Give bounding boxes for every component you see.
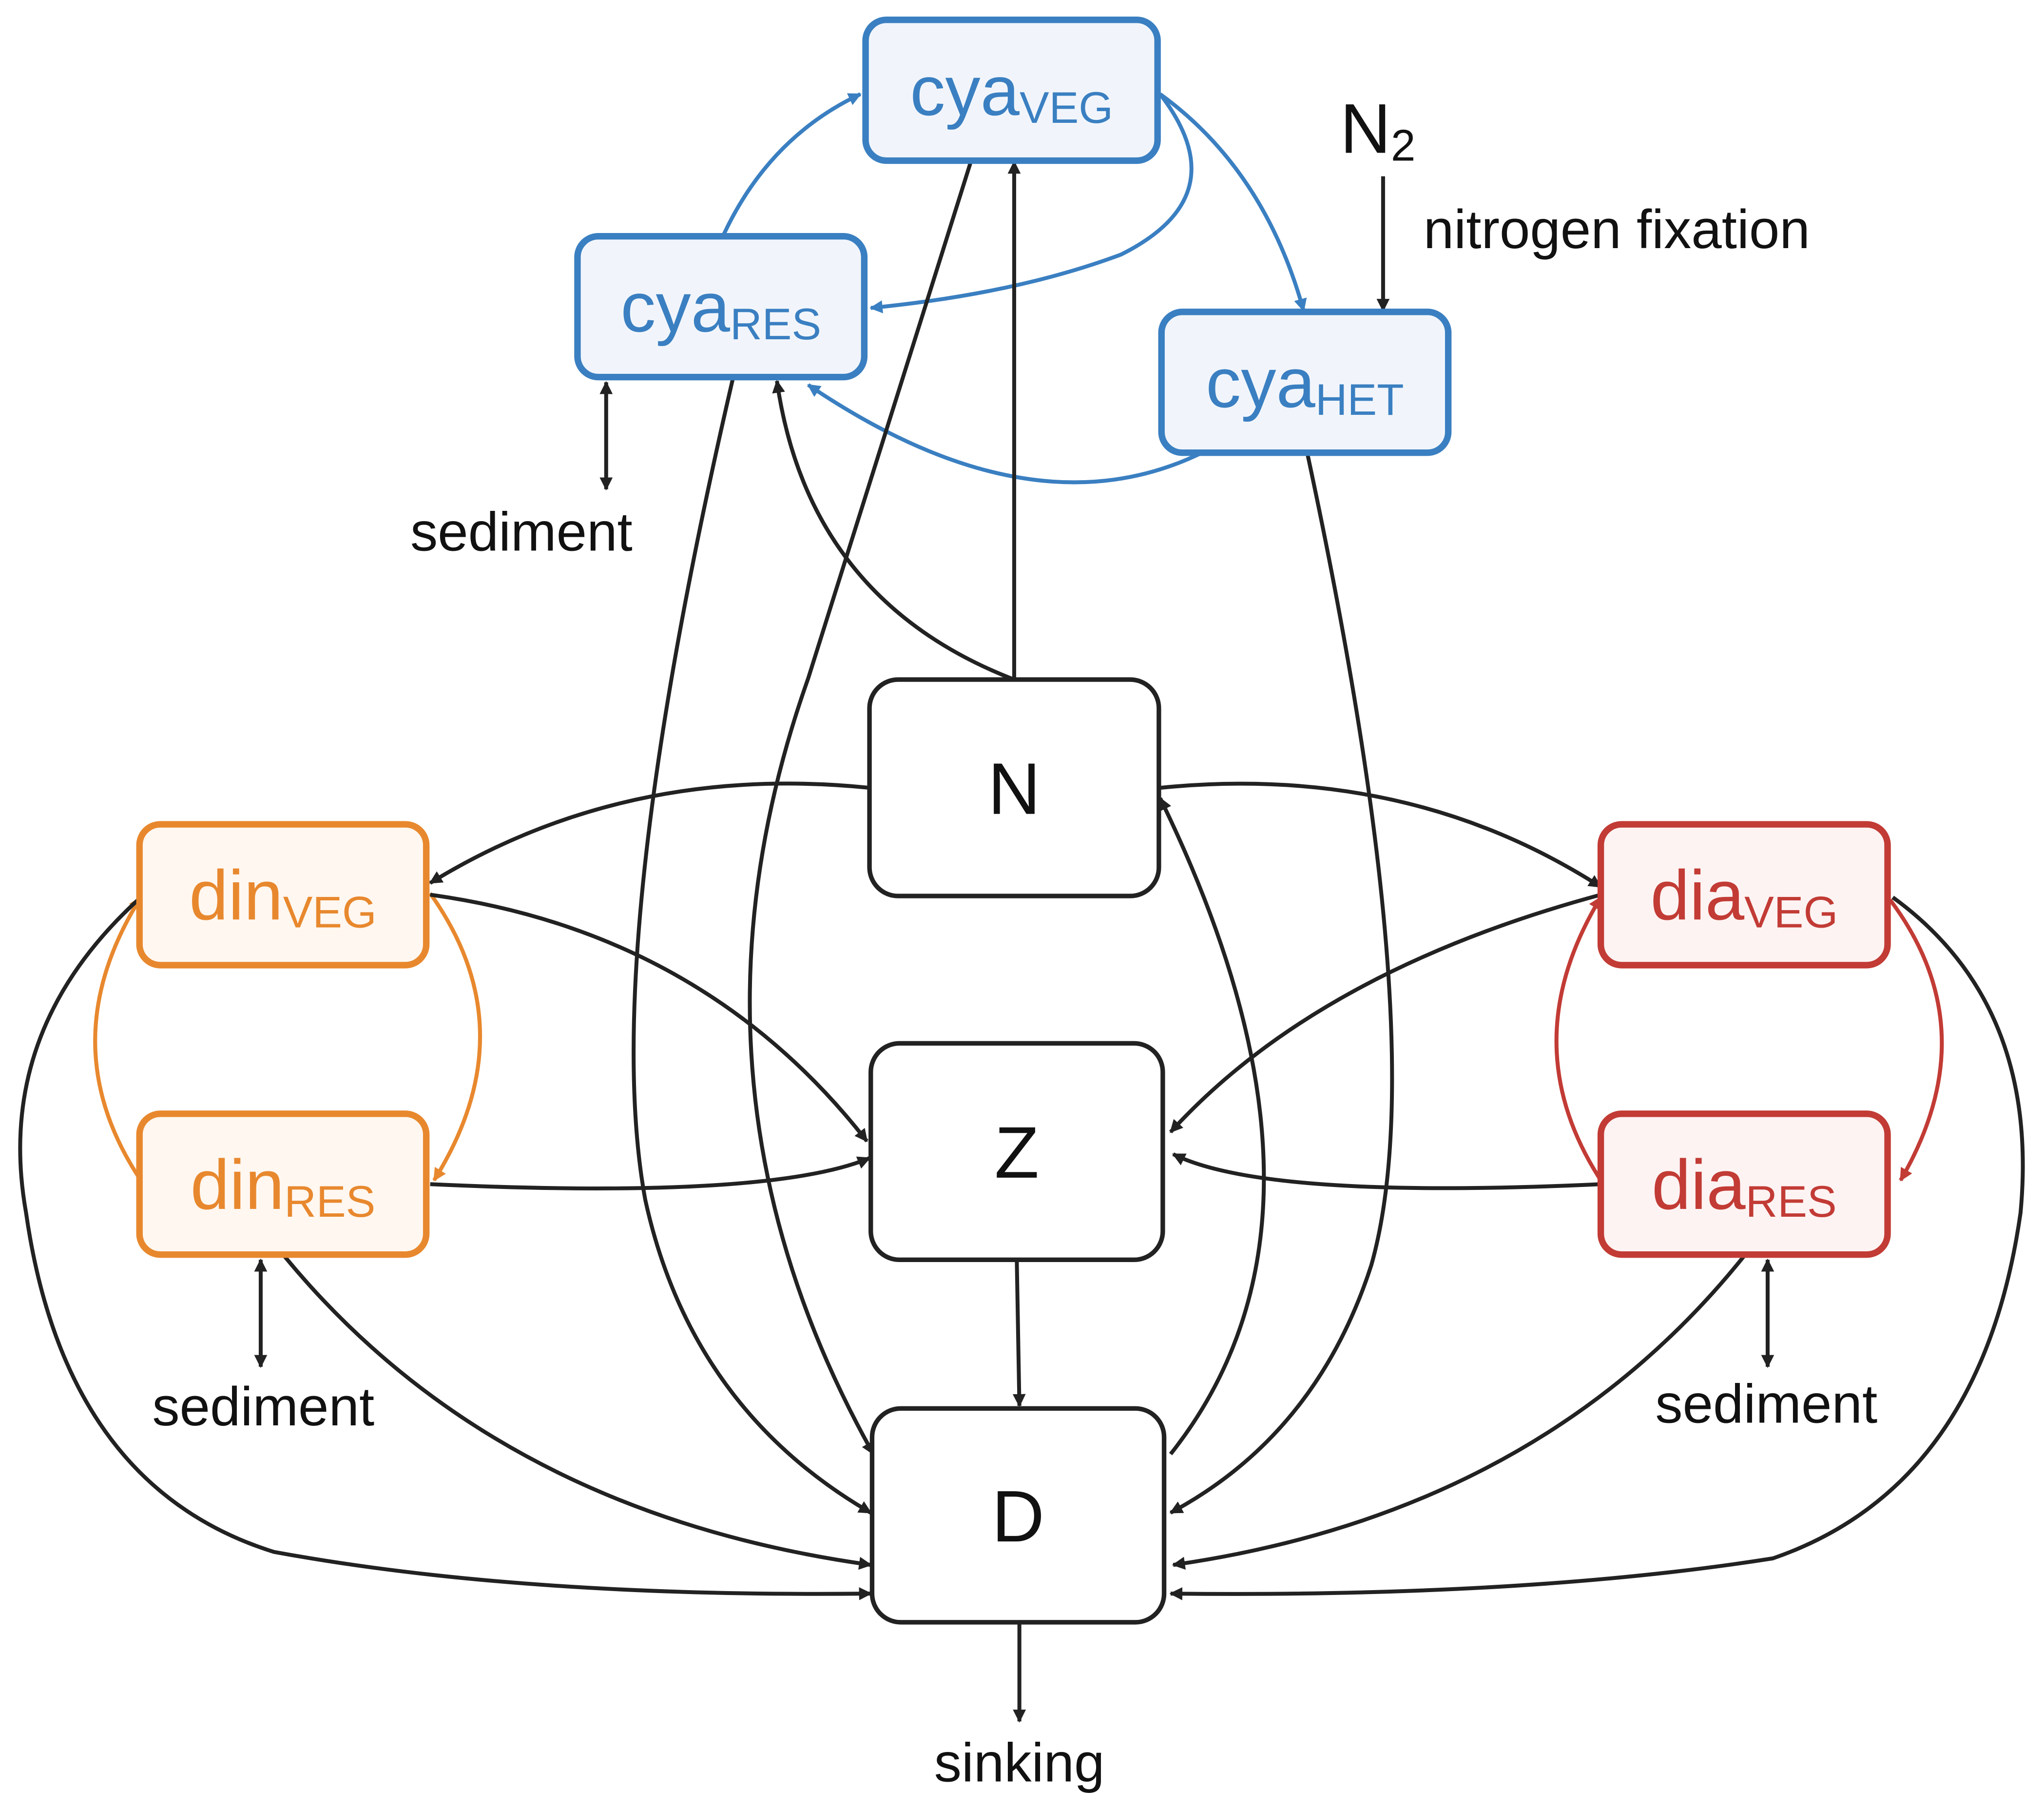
node-cya-het-sub: HET xyxy=(1315,375,1404,425)
arrow-diares-to-diaveg xyxy=(1554,896,1603,1182)
sediment-label-din: sediment xyxy=(152,1376,374,1437)
node-dia-res-sub: RES xyxy=(1746,1177,1837,1226)
n2-base: N xyxy=(1340,89,1391,168)
node-dia-veg: diaVEG xyxy=(1597,821,1891,969)
svg-text:cyaHET: cyaHET xyxy=(1206,343,1404,425)
node-dia-res-base: dia xyxy=(1652,1145,1746,1224)
node-n-label: N xyxy=(988,748,1041,830)
sediment-label-dia: sediment xyxy=(1655,1373,1877,1435)
node-dia-res: diaRES xyxy=(1597,1110,1891,1258)
arrow-n-to-cyares xyxy=(772,379,1015,681)
node-n: N xyxy=(867,677,1161,898)
arrow-n-to-dinveg xyxy=(429,781,870,885)
node-cya-veg-sub: VEG xyxy=(1020,83,1113,133)
arrow-cyaveg-to-d xyxy=(748,160,973,1456)
nitrogen-fixation-label: nitrogen fixation xyxy=(1424,198,1810,260)
node-cya-res-base: cya xyxy=(620,268,730,347)
arrow-dinveg-to-dinres xyxy=(428,892,482,1182)
node-d-label: D xyxy=(992,1475,1044,1557)
node-din-res-sub: RES xyxy=(284,1177,375,1226)
arrow-cyaveg-to-cyares xyxy=(869,93,1194,313)
svg-text:dinVEG: dinVEG xyxy=(189,856,377,937)
labels: N2 nitrogen fixation sediment sediment s… xyxy=(152,89,1877,1793)
arrow-diaveg-to-diares xyxy=(1889,898,1944,1182)
arrow-d-to-n xyxy=(1158,797,1266,1456)
node-din-veg-sub: VEG xyxy=(283,888,377,937)
arrow-z-to-d xyxy=(1012,1260,1026,1407)
arrow-diaveg-to-z xyxy=(1169,893,1601,1133)
arrow-cyahet-to-d xyxy=(1169,453,1394,1515)
arrow-cyaveg-to-cyahet xyxy=(1159,92,1307,312)
sediment-label-cya: sediment xyxy=(410,501,633,562)
arrow-cyahet-to-cyares xyxy=(807,383,1200,485)
node-d: D xyxy=(869,1406,1167,1625)
svg-text:diaVEG: diaVEG xyxy=(1650,856,1838,937)
n2-sub: 2 xyxy=(1391,121,1416,171)
node-cya-res-sub: RES xyxy=(730,300,821,349)
arrows xyxy=(18,92,2025,1723)
node-cya-veg-base: cya xyxy=(910,51,1020,130)
arrow-diares-to-d xyxy=(1172,1254,1746,1570)
arrow-n-to-diaveg xyxy=(1160,781,1602,889)
arrow-dinveg-to-z xyxy=(430,893,868,1143)
arrow-diares-to-z xyxy=(1172,1152,1601,1190)
node-z: Z xyxy=(868,1041,1165,1263)
svg-text:cyaVEG: cyaVEG xyxy=(910,51,1113,133)
nodes: cyaVEG cyaRES cyaHET dinVEG dinRES xyxy=(136,16,1891,1625)
arrow-dinres-to-dinveg xyxy=(93,896,143,1182)
arrow-cyares-to-cyaveg xyxy=(721,92,862,236)
node-cya-res: cyaRES xyxy=(574,233,868,381)
arrow-diaveg-to-d xyxy=(1169,895,2025,1600)
svg-text:cyaRES: cyaRES xyxy=(620,268,821,349)
node-dia-veg-base: dia xyxy=(1650,856,1744,934)
svg-text:dinRES: dinRES xyxy=(191,1145,376,1226)
node-din-res: dinRES xyxy=(136,1110,430,1258)
node-cya-veg: cyaVEG xyxy=(862,16,1161,164)
arrow-dinres-to-z xyxy=(430,1156,871,1190)
arrow-dinres-to-d xyxy=(282,1254,872,1570)
sinking-label: sinking xyxy=(934,1731,1105,1793)
svg-text:diaRES: diaRES xyxy=(1652,1145,1837,1226)
arrow-dinveg-to-d xyxy=(18,895,872,1600)
node-cya-het-base: cya xyxy=(1206,343,1315,422)
node-dia-veg-sub: VEG xyxy=(1744,888,1838,937)
arrow-cyares-to-d xyxy=(632,379,872,1515)
node-din-res-base: din xyxy=(191,1145,285,1224)
node-din-veg-base: din xyxy=(189,856,283,934)
node-cya-het: cyaHET xyxy=(1158,309,1452,456)
node-z-label: Z xyxy=(995,1111,1039,1193)
node-din-veg: dinVEG xyxy=(136,821,430,969)
n2-label: N2 xyxy=(1340,89,1416,171)
